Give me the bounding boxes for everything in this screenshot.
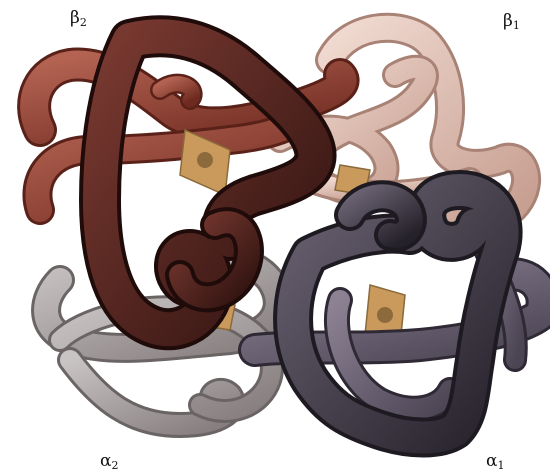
beta2-label: β2	[70, 10, 87, 28]
alpha2-label: α2	[100, 453, 118, 471]
alpha1-label: α1	[486, 453, 504, 471]
beta1-label: β1	[503, 13, 520, 31]
